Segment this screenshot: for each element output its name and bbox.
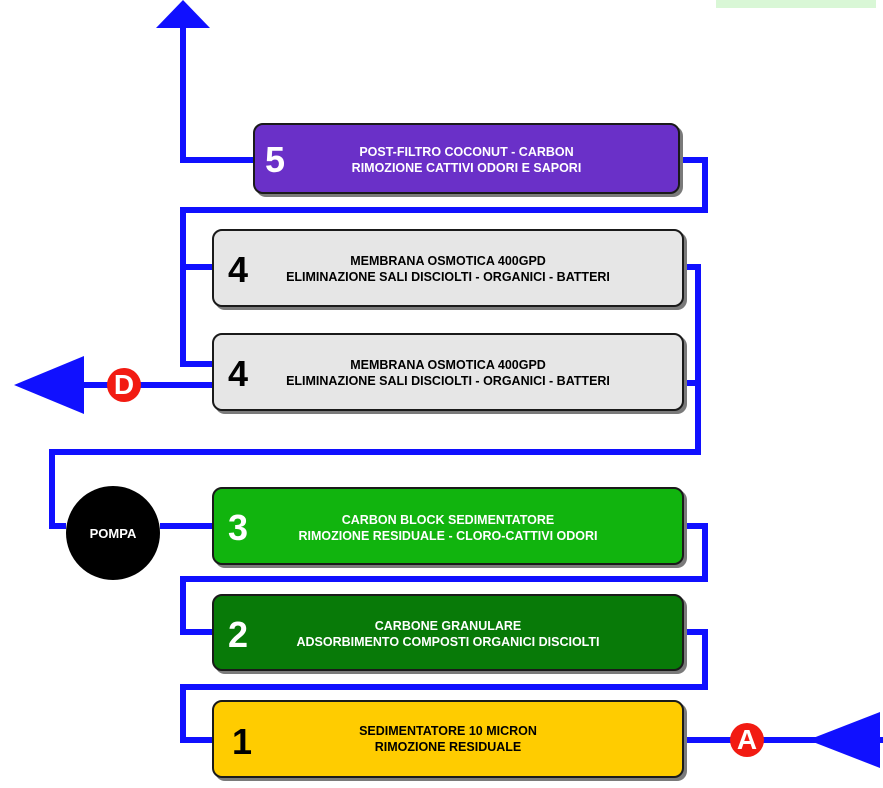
stage-number: 1 [232, 721, 253, 762]
pump: POMPA [66, 486, 160, 580]
stage-title: MEMBRANA OSMOTICA 400GPD [350, 254, 546, 268]
drain-arrow-icon [14, 356, 84, 414]
stage-description: CARBON BLOCK SEDIMENTATORE RIMOZIONE RES… [214, 512, 682, 544]
stage-number: 4 [228, 353, 249, 394]
stage-number: 2 [228, 614, 249, 655]
pipe-outlet [180, 26, 255, 163]
stage-2-granular-carbon: 2 CARBONE GRANULARE ADSORBIMENTO COMPOST… [212, 594, 684, 671]
pipe-pump-to-membranes [49, 264, 701, 529]
stage-number: 4 [228, 249, 249, 290]
stage-subtitle: RIMOZIONE RESIDUALE - CLORO-CATTIVI ODOR… [298, 529, 598, 543]
stage-title: MEMBRANA OSMOTICA 400GPD [350, 358, 546, 372]
stage-subtitle: RIMOZIONE CATTIVI ODORI E SAPORI [351, 161, 582, 175]
corner-box [716, 0, 876, 8]
pipe-permeate [180, 264, 212, 367]
stage-description: POST-FILTRO COCONUT - CARBON RIMOZIONE C… [255, 144, 678, 176]
stage-subtitle: RIMOZIONE RESIDUALE [374, 740, 522, 754]
stage-5-postfilter: 5 POST-FILTRO COCONUT - CARBON RIMOZIONE… [253, 123, 680, 194]
stage-description: MEMBRANA OSMOTICA 400GPD ELIMINAZIONE SA… [214, 253, 682, 285]
stage-title: CARBON BLOCK SEDIMENTATORE [341, 513, 555, 527]
pipe-2-to-3 [180, 523, 708, 635]
outlet-arrow-icon [156, 0, 210, 28]
stage-title: POST-FILTRO COCONUT - CARBON [359, 145, 574, 159]
pipe-1-to-2 [180, 629, 708, 743]
inlet-marker-label: A [736, 724, 758, 755]
stage-title: SEDIMENTATORE 10 MICRON [359, 724, 537, 738]
stage-4-membrane-lower: 4 MEMBRANA OSMOTICA 400GPD ELIMINAZIONE … [212, 333, 684, 411]
pump-label: POMPA [89, 525, 137, 541]
inlet-marker: A [730, 723, 764, 757]
stage-subtitle: ELIMINAZIONE SALI DISCIOLTI - ORGANICI -… [286, 374, 610, 388]
stage-3-carbon-block: 3 CARBON BLOCK SEDIMENTATORE RIMOZIONE R… [212, 487, 684, 565]
inlet-arrow-icon [808, 712, 880, 768]
stage-description: SEDIMENTATORE 10 MICRON RIMOZIONE RESIDU… [214, 723, 682, 755]
stage-description: MEMBRANA OSMOTICA 400GPD ELIMINAZIONE SA… [214, 357, 682, 389]
stage-number: 3 [228, 507, 249, 548]
drain-marker: D [107, 368, 141, 402]
stage-subtitle: ELIMINAZIONE SALI DISCIOLTI - ORGANICI -… [286, 270, 610, 284]
stage-1-sediment: 1 SEDIMENTATORE 10 MICRON RIMOZIONE RESI… [212, 700, 684, 778]
stage-title: CARBONE GRANULARE [374, 619, 522, 633]
stage-4-membrane-upper: 4 MEMBRANA OSMOTICA 400GPD ELIMINAZIONE … [212, 229, 684, 307]
stage-subtitle: ADSORBIMENTO COMPOSTI ORGANICI DISCIOLTI [296, 635, 600, 649]
drain-marker-label: D [113, 369, 135, 400]
stage-number: 5 [265, 139, 286, 180]
pipe-membranes-to-5 [180, 157, 708, 267]
stage-description: CARBONE GRANULARE ADSORBIMENTO COMPOSTI … [214, 618, 682, 650]
